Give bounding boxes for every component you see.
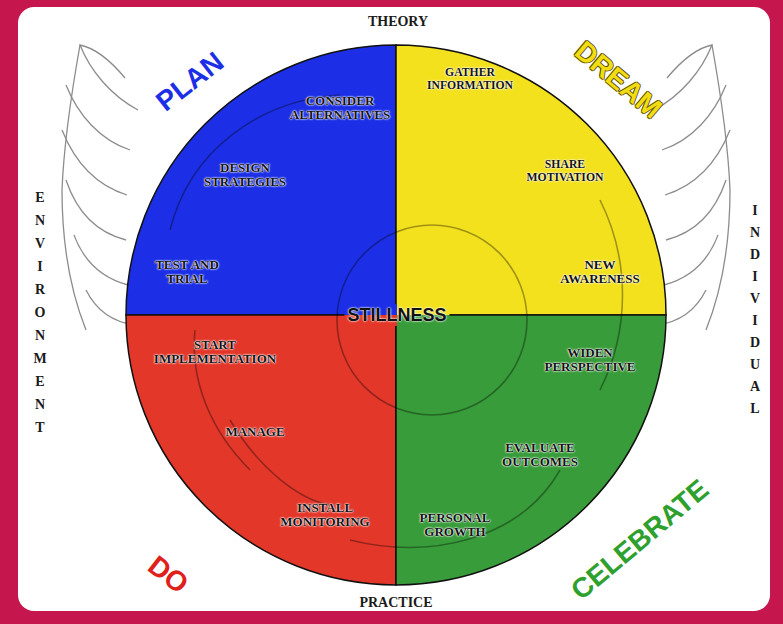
step-label: CONSIDER ALTERNATIVES (278, 94, 403, 123)
step-label: MANAGE (210, 425, 300, 439)
step-label: TEST AND TRIAL (145, 258, 230, 287)
step-label: GATHER INFORMATION (413, 67, 528, 93)
axis-label: THEORY (368, 15, 428, 29)
step-label: WIDEN PERSPECTIVE (535, 346, 645, 375)
center-label: STILLNESS (344, 304, 449, 326)
axis-label-vertical: INDIVIDUAL (748, 200, 762, 420)
axis-label-vertical: ENVIRONMENT (33, 186, 47, 439)
phase-heading: DREAM (570, 36, 667, 123)
phase-heading: PLAN (151, 48, 228, 117)
step-label: START IMPLEMENTATION (145, 338, 285, 367)
step-label: INSTALL MONITORING (270, 501, 380, 530)
sector-fill (126, 315, 396, 585)
sector-fill (126, 45, 396, 315)
quadrant-sector: DOSTART IMPLEMENTATIONMANAGEINSTALL MONI… (126, 315, 396, 585)
step-label: DESIGN STRATEGIES (193, 161, 298, 190)
step-label: EVALUATE OUTCOMES (490, 441, 590, 470)
quadrant-sector: PLANCONSIDER ALTERNATIVESDESIGN STRATEGI… (126, 45, 396, 315)
quadrant-sector: DREAMGATHER INFORMATIONSHARE MOTIVATIONN… (396, 45, 666, 315)
white-panel (18, 7, 770, 611)
step-label: NEW AWARENESS (550, 258, 650, 287)
axis-label: PRACTICE (359, 596, 432, 610)
step-label: PERSONAL GROWTH (408, 511, 503, 540)
step-label: SHARE MOTIVATION (513, 159, 618, 185)
phase-heading: DO (143, 551, 193, 599)
quadrant-sector: CELEBRATEWIDEN PERSPECTIVEEVALUATE OUTCO… (396, 315, 666, 585)
